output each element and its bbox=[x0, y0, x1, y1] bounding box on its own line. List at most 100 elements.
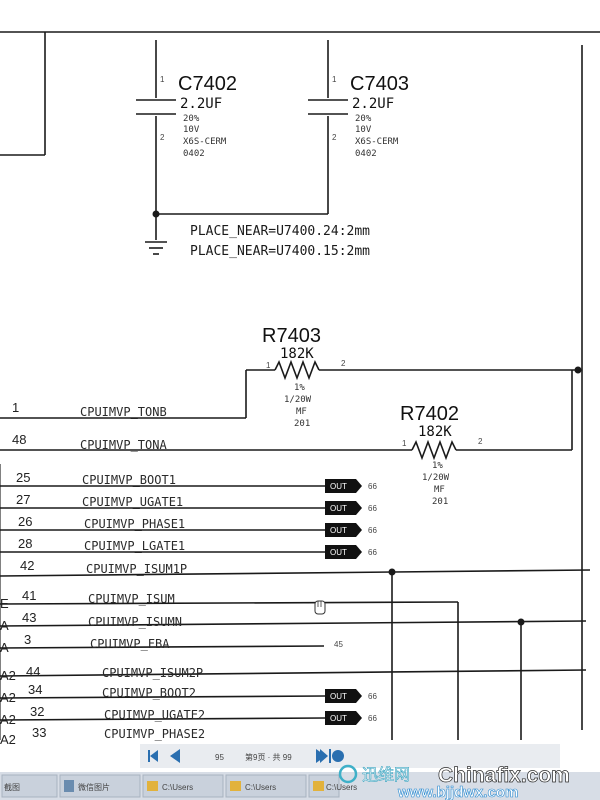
r7403-pin1: 1 bbox=[266, 361, 271, 370]
out-tag-label: OUT bbox=[330, 482, 347, 491]
r7402-power: 1/20W bbox=[422, 473, 450, 483]
last-page-button[interactable] bbox=[320, 749, 331, 763]
c7403-ref: C7403 bbox=[350, 73, 409, 95]
taskbar-item[interactable]: 截图 bbox=[1, 774, 58, 798]
net-row-phase1: 26 CPUIMVP_PHASE1 bbox=[18, 514, 185, 531]
out-tag-boot2: OUT 66 bbox=[325, 689, 377, 703]
cap-junction-dot bbox=[152, 210, 160, 218]
net-row-boot2: 34 CPUIMVP_BOOT2 bbox=[28, 682, 196, 700]
folder-icon bbox=[230, 781, 241, 791]
isum2p-wire bbox=[0, 669, 587, 677]
taskbar-item-label: C:\Users bbox=[162, 783, 193, 792]
c7403-volt: 10V bbox=[355, 125, 372, 135]
left-edge-letter: A2 bbox=[0, 690, 16, 705]
c7402-volt: 10V bbox=[183, 125, 200, 135]
net-row-isumn: 43 CPUIMVP_ISUMN bbox=[22, 610, 182, 629]
offpage-ref: 66 bbox=[368, 714, 377, 723]
net-label: CPUIMVP_LGATE1 bbox=[84, 539, 185, 553]
taskbar-item[interactable]: C:\Users bbox=[142, 774, 224, 798]
pin-number: 26 bbox=[18, 514, 32, 529]
net-row-ugate1: 27 CPUIMVP_UGATE1 bbox=[16, 492, 183, 509]
net-label: CPUIMVP_PHASE2 bbox=[104, 727, 205, 741]
offpage-ref: 66 bbox=[368, 504, 377, 513]
watermark-logo bbox=[338, 764, 358, 784]
taskbar-item-label: 截图 bbox=[4, 782, 20, 792]
left-edge-letter: A bbox=[0, 618, 9, 633]
page-count-label: 第9页 · 共 99 bbox=[245, 752, 292, 762]
net-label: CPUIMVP_PHASE1 bbox=[84, 517, 185, 531]
net-label: CPUIMVP_ISUMN bbox=[88, 615, 182, 629]
net-row-boot1: 25 CPUIMVP_BOOT1 bbox=[16, 470, 176, 487]
taskbar-item[interactable]: 微信图片 bbox=[59, 774, 141, 798]
pin-number: 48 bbox=[12, 432, 26, 447]
net-row-lgate1: 28 CPUIMVP_LGATE1 bbox=[18, 536, 185, 553]
r7402-pin1: 1 bbox=[402, 439, 407, 448]
pin-number: 32 bbox=[30, 704, 44, 719]
net-row-phase2: 33 CPUIMVP_PHASE2 bbox=[32, 725, 205, 741]
c7402-value: 2.2UF bbox=[180, 96, 222, 112]
out-tag-ugate2: OUT 66 bbox=[325, 711, 377, 725]
place-near-note-2: PLACE_NEAR=U7400.15:2mm bbox=[190, 244, 370, 259]
r7403-power: 1/20W bbox=[284, 395, 312, 405]
fba-wire bbox=[0, 645, 325, 649]
boot2-wire bbox=[0, 695, 326, 699]
net-row-isum1p: 42 CPUIMVP_ISUM1P bbox=[20, 558, 187, 576]
net-label: CPUIMVP_BOOT1 bbox=[82, 473, 176, 487]
taskbar-item-label: 微信图片 bbox=[78, 782, 110, 792]
pin-number: 25 bbox=[16, 470, 30, 485]
first-page-button[interactable] bbox=[148, 750, 158, 762]
net-label: CPUIMVP_TONB bbox=[80, 405, 167, 419]
c7403-pkg: 0402 bbox=[355, 149, 377, 159]
left-edge-letter: E bbox=[0, 596, 9, 611]
net-label: CPUIMVP_TONA bbox=[80, 438, 167, 452]
page-number-field[interactable]: 95 bbox=[215, 753, 224, 762]
net-label: CPUIMVP_UGATE2 bbox=[104, 708, 205, 722]
net-row-ugate2: 32 CPUIMVP_UGATE2 bbox=[30, 704, 205, 722]
r7402-tol: 1% bbox=[432, 461, 443, 471]
r7402-pin2: 2 bbox=[478, 437, 483, 446]
out-tag-label: OUT bbox=[330, 548, 347, 557]
net-label: CPUIMVP_BOOT2 bbox=[102, 686, 196, 700]
r7403-value: 182K bbox=[280, 346, 314, 362]
watermark-cn: 迅维网 bbox=[362, 765, 410, 784]
r7403-pin2: 2 bbox=[341, 359, 346, 368]
out-tag-lgate1: OUT 66 bbox=[325, 545, 377, 559]
isumn-wire bbox=[0, 620, 587, 627]
refresh-icon[interactable] bbox=[332, 750, 344, 762]
net-label: CPUIMVP_ISUM2P bbox=[102, 666, 203, 680]
watermark-en: Chinafix.com bbox=[438, 764, 570, 787]
taskbar-item-label: C:\Users bbox=[245, 783, 276, 792]
pin-number: 34 bbox=[28, 682, 42, 697]
out-tag-boot1: OUT 66 bbox=[325, 479, 377, 493]
folder-icon bbox=[147, 781, 158, 791]
net-row-fba: 3 CPUIMVP_FBA bbox=[24, 632, 170, 651]
taskbar-item[interactable]: C:\Users bbox=[308, 774, 357, 798]
c7403-tol: 20% bbox=[355, 114, 372, 124]
r7403-junction-dot bbox=[574, 366, 582, 374]
pin-number: 42 bbox=[20, 558, 34, 573]
net-label: CPUIMVP_ISUM1P bbox=[86, 562, 187, 576]
net-row-isum: 41 CPUIMVP_ISUM bbox=[22, 588, 175, 606]
net-label: CPUIMVP_ISUM bbox=[88, 592, 175, 606]
r7402-value: 182K bbox=[418, 424, 452, 440]
out-tag-phase1: OUT 66 bbox=[325, 523, 377, 537]
r7403-zigzag bbox=[274, 359, 320, 381]
net-row-tona: 48 CPUIMVP_TONA bbox=[12, 432, 167, 452]
prev-page-button[interactable] bbox=[170, 749, 180, 763]
c7403-value: 2.2UF bbox=[352, 96, 394, 112]
net-row-isum2p: 44 CPUIMVP_ISUM2P bbox=[26, 664, 203, 680]
hand-cursor-icon bbox=[314, 600, 326, 615]
taskbar-item[interactable]: C:\Users bbox=[225, 774, 307, 798]
offpage-ref: 66 bbox=[368, 482, 377, 491]
r7403-type: MF bbox=[296, 407, 307, 417]
left-edge-letter: A2 bbox=[0, 668, 16, 683]
offpage-ref: 66 bbox=[368, 692, 377, 701]
r7403-tol: 1% bbox=[294, 383, 305, 393]
pin-number: 27 bbox=[16, 492, 30, 507]
image-file-icon bbox=[64, 780, 74, 792]
pin-number: 43 bbox=[22, 610, 36, 625]
out-tag-label: OUT bbox=[330, 504, 347, 513]
offpage-ref: 66 bbox=[368, 548, 377, 557]
isum-wire bbox=[0, 601, 459, 605]
